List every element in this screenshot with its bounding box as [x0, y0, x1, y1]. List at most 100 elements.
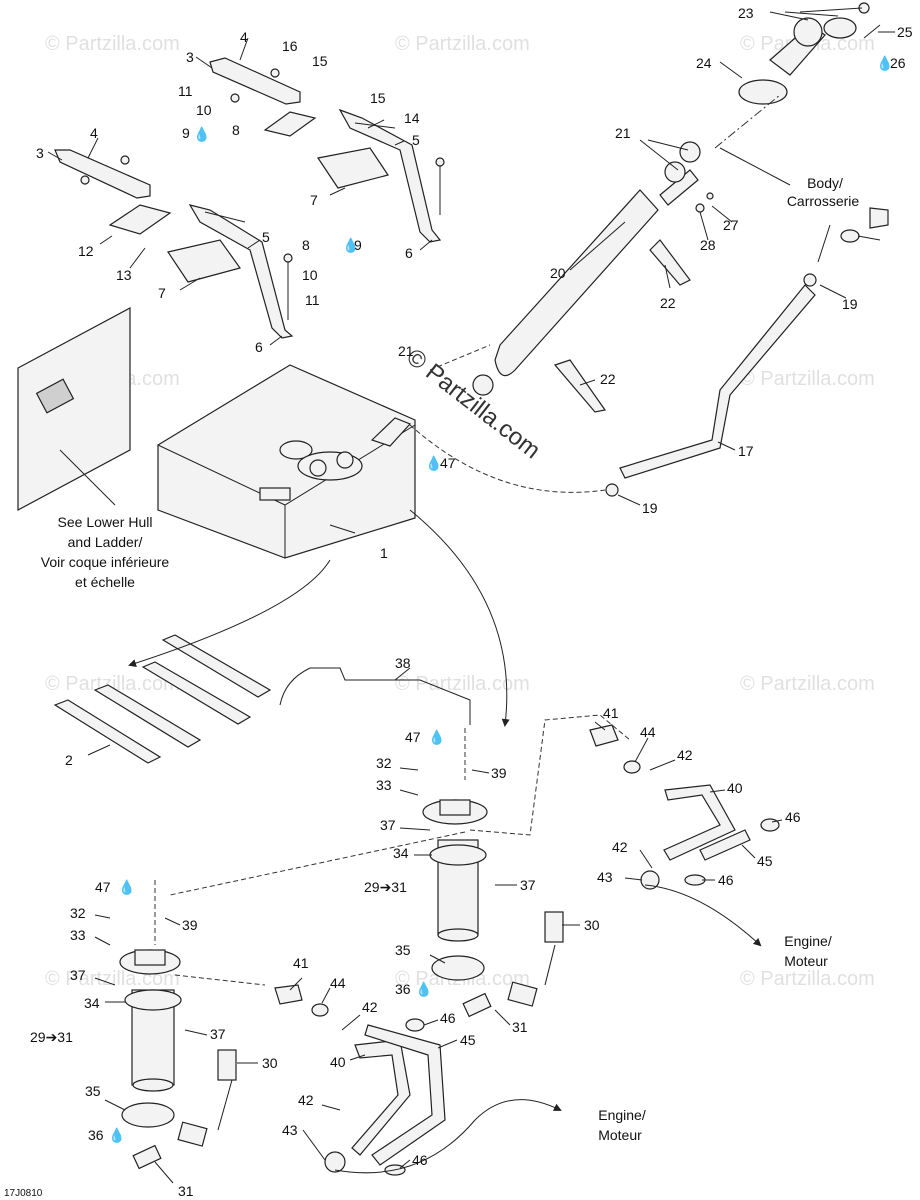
- label-13: 13: [116, 267, 132, 283]
- label-3: 3: [186, 49, 194, 65]
- drop-icon: 💧: [342, 237, 359, 254]
- label-3b: 3: [36, 145, 44, 161]
- label-7b: 7: [158, 285, 166, 301]
- label-36b: 36: [395, 981, 411, 997]
- label-15: 15: [312, 53, 328, 69]
- drop-icon: 💧: [108, 1127, 125, 1144]
- label-31: 31: [178, 1183, 194, 1199]
- label-37: 37: [70, 967, 86, 983]
- label-22: 22: [660, 295, 676, 311]
- engine-note-lower-line1: Engine/: [598, 1107, 646, 1123]
- label-37c: 37: [380, 817, 396, 833]
- label-34b: 34: [393, 845, 409, 861]
- label-17: 17: [738, 443, 754, 459]
- label-34: 34: [84, 995, 100, 1011]
- drop-icon: 💧: [415, 981, 432, 998]
- label-33b: 33: [376, 777, 392, 793]
- label-29-31b: 29➔31: [364, 879, 407, 895]
- label-37b: 37: [210, 1026, 226, 1042]
- watermark: © Partzilla.com: [740, 368, 875, 390]
- body-note-line2: Carrosserie: [787, 193, 860, 209]
- watermark: © Partzilla.com: [740, 673, 875, 695]
- watermark: © Partzilla.com: [740, 968, 875, 990]
- hull-note-line4: et échelle: [75, 574, 135, 590]
- label-5b: 5: [262, 229, 270, 245]
- drop-icon: 💧: [876, 55, 893, 72]
- leader-lines: [47, 7, 895, 1184]
- label-9b: 9: [354, 237, 362, 253]
- label-42c: 42: [677, 747, 693, 763]
- hull-note-line3: Voir coque inférieure: [41, 554, 170, 570]
- label-9: 9: [182, 125, 190, 141]
- label-44b: 44: [640, 724, 656, 740]
- label-41b: 41: [603, 705, 619, 721]
- label-21: 21: [615, 125, 631, 141]
- label-19: 19: [842, 296, 858, 312]
- label-43b: 43: [597, 869, 613, 885]
- label-46d: 46: [718, 872, 734, 888]
- label-40b: 40: [727, 780, 743, 796]
- label-4b: 4: [90, 125, 98, 141]
- label-33: 33: [70, 927, 86, 943]
- label-42d: 42: [612, 839, 628, 855]
- label-44: 44: [330, 975, 346, 991]
- label-45b: 45: [757, 853, 773, 869]
- label-10b: 10: [302, 267, 318, 283]
- label-46c: 46: [785, 809, 801, 825]
- label-29-31: 29➔31: [30, 1029, 73, 1045]
- label-31b: 31: [512, 1019, 528, 1035]
- label-2: 2: [65, 752, 73, 768]
- label-47c: 47: [405, 729, 421, 745]
- tank-straps: [53, 509, 510, 764]
- label-19b: 19: [642, 500, 658, 516]
- diagram-code: 17J0810: [4, 1188, 43, 1199]
- label-10: 10: [196, 102, 212, 118]
- label-40: 40: [330, 1054, 346, 1070]
- label-47b: 47: [95, 879, 111, 895]
- engine-note-upper-line2: Moteur: [784, 953, 828, 969]
- label-4: 4: [240, 29, 248, 45]
- label-30b: 30: [584, 917, 600, 933]
- label-46: 46: [440, 1010, 456, 1026]
- fuel-tank: [157, 364, 416, 559]
- drop-icon: 💧: [425, 455, 442, 472]
- label-8: 8: [232, 122, 240, 138]
- label-6b: 6: [255, 339, 263, 355]
- label-30: 30: [262, 1055, 278, 1071]
- engine-note-upper-line1: Engine/: [784, 933, 832, 949]
- label-32: 32: [70, 905, 86, 921]
- label-46b: 46: [412, 1152, 428, 1168]
- label-16: 16: [282, 38, 298, 54]
- label-38: 38: [395, 655, 411, 671]
- label-28: 28: [700, 237, 716, 253]
- label-24: 24: [696, 55, 712, 71]
- label-27: 27: [723, 217, 739, 233]
- label-11: 11: [178, 83, 193, 99]
- watermark: © Partzilla.com: [45, 673, 180, 695]
- label-25: 25: [897, 24, 913, 40]
- watermark: © Partzilla.com: [45, 33, 180, 55]
- label-22b: 22: [600, 371, 616, 387]
- label-6: 6: [405, 245, 413, 261]
- label-39b: 39: [491, 765, 507, 781]
- label-41: 41: [293, 955, 309, 971]
- label-20: 20: [550, 265, 566, 281]
- fuel-lines-right: Engine/ Moteur: [589, 724, 832, 969]
- label-35b: 35: [395, 942, 411, 958]
- label-42b: 42: [298, 1092, 314, 1108]
- hull-note-line1: See Lower Hull: [58, 514, 153, 530]
- lower-hull-reference: See Lower Hull and Ladder/ Voir coque in…: [17, 306, 170, 590]
- body-note-line1: Body/: [807, 175, 843, 191]
- label-8b: 8: [302, 237, 310, 253]
- filler-neck-assembly: Body/ Carrosserie: [409, 2, 889, 497]
- watermark: © Partzilla.com: [395, 33, 530, 55]
- watermark: © Partzilla.com: [395, 673, 530, 695]
- fuel-lines-lower: Engine/ Moteur: [274, 984, 646, 1176]
- label-26: 26: [890, 55, 906, 71]
- drop-icon: 💧: [118, 879, 135, 896]
- drop-icon: 💧: [428, 729, 445, 746]
- label-37d: 37: [520, 877, 536, 893]
- label-36: 36: [88, 1127, 104, 1143]
- label-43: 43: [282, 1122, 298, 1138]
- fuel-pump-module-lower: [119, 831, 466, 1170]
